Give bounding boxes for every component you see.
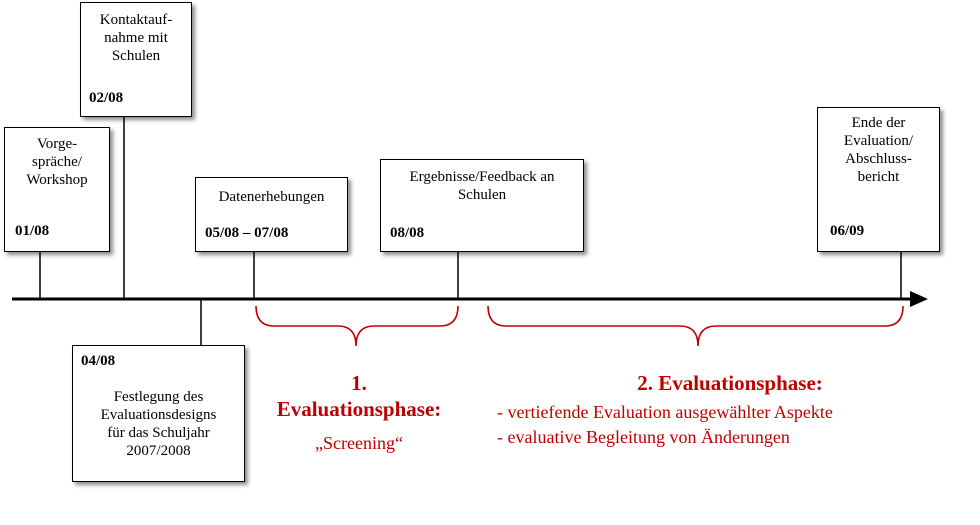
milestone-box-m2: Kontaktauf- nahme mit Schulen 02/08 <box>80 2 192 117</box>
phase2-brace <box>487 305 904 347</box>
milestone-label: Ergebnisse/Feedback an Schulen <box>409 169 555 203</box>
milestone-date: 05/08 – 07/08 <box>205 225 289 241</box>
milestone-label: Festlegung des Evaluationsdesigns für da… <box>100 389 217 459</box>
timeline-arrowhead <box>910 291 928 307</box>
milestone-date: 06/09 <box>830 223 865 239</box>
phase2-title: 2. Evaluationsphase: <box>637 371 823 395</box>
milestone-box-m3: 04/08 Festlegung des Evaluationsdesigns … <box>72 345 245 482</box>
milestone-label: Kontaktauf- nahme mit Schulen <box>99 12 173 64</box>
milestone-date: 01/08 <box>15 223 50 239</box>
milestone-date: 02/08 <box>89 90 124 106</box>
phase1-brace <box>255 305 459 347</box>
milestone-date: 08/08 <box>390 225 425 241</box>
phase2-bullet-1: - vertiefende Evaluation ausgewählter As… <box>497 402 833 422</box>
phase1-title: 1. Evaluationsphase: <box>276 371 442 421</box>
milestone-box-m5: Ergebnisse/Feedback an Schulen 08/08 <box>380 159 584 252</box>
milestone-label: Ende der Evaluation/ Abschluss- bericht <box>843 115 914 185</box>
milestone-label: Vorge- spräche/ Workshop <box>26 136 88 188</box>
phase1-subtitle: „Screening“ <box>315 433 403 453</box>
milestone-date: 04/08 <box>81 353 116 369</box>
milestone-box-m4: Datenerhebungen 05/08 – 07/08 <box>195 177 348 252</box>
phase2-bullet-2: - evaluative Begleitung von Änderungen <box>497 427 790 447</box>
milestone-box-m6: Ende der Evaluation/ Abschluss- bericht … <box>817 107 940 252</box>
milestone-label: Datenerhebungen <box>218 189 325 205</box>
milestone-box-m1: Vorge- spräche/ Workshop 01/08 <box>4 127 110 252</box>
